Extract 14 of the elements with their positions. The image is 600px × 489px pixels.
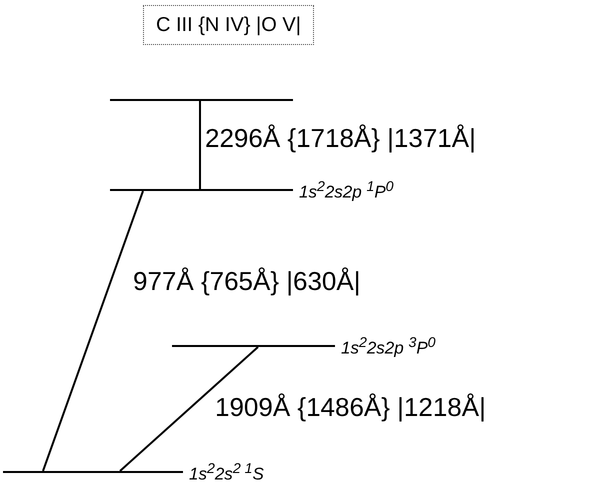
level-term-label: 1s$^{2}$2s$^{2 1}$S <box>189 460 264 485</box>
transition-line <box>42 190 144 472</box>
transition-line <box>119 346 259 472</box>
wavelength-label: 977Å {765Å} |630Å| <box>133 266 360 296</box>
transition-line <box>199 101 201 189</box>
energy-level-line <box>3 471 183 473</box>
title-box: C III {N IV} |O V| <box>143 5 314 45</box>
energy-level-line <box>172 345 335 347</box>
energy-level-line <box>110 189 293 191</box>
level-term-label: 1s$^{2}$2s2p $^{3}$P$^{0}$ <box>341 334 436 359</box>
level-term-label: 1s$^{2}$2s2p $^{1}$P$^{0}$ <box>299 178 394 203</box>
energy-level-line <box>110 99 293 101</box>
wavelength-label: 2296Å {1718Å} |1371Å| <box>205 123 476 153</box>
wavelength-label: 1909Å {1486Å} |1218Å| <box>215 392 486 422</box>
